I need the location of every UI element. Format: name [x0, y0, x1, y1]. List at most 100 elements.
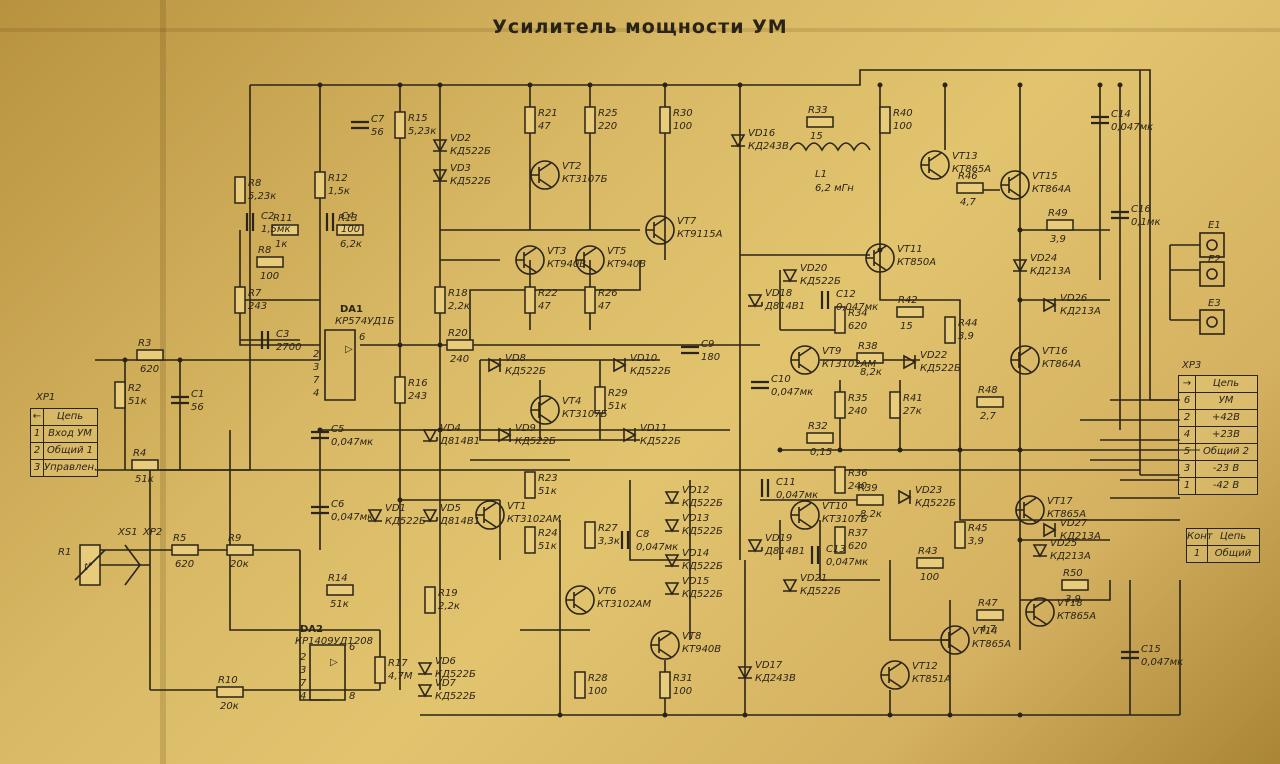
label-R36: R36 [848, 468, 868, 479]
value-C15: 0,047мк [1141, 657, 1183, 668]
component-VT14 [940, 625, 970, 655]
component-VD27 [1043, 522, 1057, 538]
value-C3: 2700 [276, 342, 301, 353]
label-R50: R50 [1063, 568, 1083, 579]
label-R31: R31 [673, 673, 693, 684]
value-VT11: КТ850А [897, 257, 936, 268]
label-R23: R23 [538, 473, 558, 484]
value-VT16: КТ864А [1042, 359, 1081, 370]
component-VD19 [747, 539, 763, 553]
label-R8b: R8 [258, 245, 271, 256]
component-R15 [394, 111, 406, 139]
label-C15: C15 [1141, 644, 1161, 655]
value-C8: 0,047мк [636, 542, 678, 553]
component-VD5 [422, 509, 438, 523]
component-VT6 [565, 585, 595, 615]
label-R26: R26 [598, 288, 618, 299]
value-C10: 0,047мк [771, 387, 813, 398]
component-VD25 [1032, 544, 1048, 558]
component-R16 [394, 376, 406, 404]
value-VT15: КТ864А [1032, 184, 1071, 195]
value-C4: 100 [341, 224, 360, 235]
label-C6: C6 [331, 499, 344, 510]
value-C12: 0,047мк [836, 302, 878, 313]
value-R42: 15 [900, 321, 913, 332]
component-VT15 [1000, 170, 1030, 200]
value-C9: 180 [701, 352, 720, 363]
label-R14: R14 [328, 573, 348, 584]
label-VT13: VT13 [952, 151, 978, 162]
value-VD23: КД522Б [915, 498, 956, 509]
value-R50: 3,9 [1065, 594, 1081, 605]
value-R12: 1,5к [328, 186, 350, 197]
component-VD20 [782, 269, 798, 283]
label-VT8: VT8 [682, 631, 701, 642]
label-R3: R3 [138, 338, 151, 349]
value-C16: 0,1мк [1131, 217, 1161, 228]
label-R39: R39 [858, 483, 878, 494]
component-R14 [326, 584, 354, 596]
component-R33 [806, 116, 834, 128]
value-R40: 100 [893, 121, 912, 132]
component-VD3 [432, 169, 448, 183]
label-R16: R16 [408, 378, 428, 389]
value-R7: 243 [248, 301, 267, 312]
component-R42 [896, 306, 924, 318]
component-VD6 [417, 662, 433, 676]
component-VD18 [747, 294, 763, 308]
value-VD15: КД522Б [682, 589, 723, 600]
opamp-DA2 [309, 644, 346, 701]
component-VT2 [530, 160, 560, 190]
component-R10 [216, 686, 244, 698]
label-R10: R10 [218, 675, 238, 686]
page-title: Усилитель мощности УМ [492, 16, 788, 38]
inductor-L1 [789, 142, 871, 152]
value-R8b: 100 [260, 271, 279, 282]
value-VT17: КТ865А [1047, 509, 1086, 520]
label-R12: R12 [328, 173, 348, 184]
component-VT12 [880, 660, 910, 690]
component-R11 [271, 224, 299, 236]
label-R15: R15 [408, 113, 428, 124]
svg-text:t°: t° [84, 562, 93, 573]
label-C1: C1 [191, 389, 204, 400]
value-R14: 51к [330, 599, 349, 610]
value-R38: 8,2к [860, 367, 882, 378]
label-VD26: VD26 [1060, 293, 1087, 304]
value-DA1: КР574УД1Б [335, 316, 394, 327]
value-VD5: Д814В1 [439, 516, 480, 527]
component-R21 [524, 106, 536, 134]
component-R29 [594, 386, 606, 414]
value-R10: 20к [220, 701, 239, 712]
label-VD5: VD5 [440, 503, 461, 514]
svg-text:3: 3 [313, 362, 319, 373]
label-DA2: DA2 [300, 624, 323, 635]
value-VT7: КТ9115А [677, 229, 723, 240]
value-C11: 0,047мк [776, 490, 818, 501]
component-R31 [659, 671, 671, 699]
component-R20 [446, 339, 474, 351]
label-R42: R42 [898, 295, 918, 306]
label-VD20: VD20 [800, 263, 827, 274]
label-R13: R13 [338, 213, 358, 224]
label-C9: C9 [701, 339, 714, 350]
component-VD24 [1012, 259, 1028, 273]
label-VD15: VD15 [682, 576, 709, 587]
svg-text:▷: ▷ [330, 657, 338, 668]
label-VD24: VD24 [1030, 253, 1057, 264]
value-R17: 4,7М [388, 671, 413, 682]
component-C4 [325, 213, 335, 231]
value-C6: 0,047мк [331, 512, 373, 523]
component-VD7 [417, 684, 433, 698]
label-R33: R33 [808, 105, 828, 116]
value-VD25: КД213А [1050, 551, 1091, 562]
label-VT17: VT17 [1047, 496, 1073, 507]
label-R34: R34 [848, 308, 868, 319]
value-R26: 47 [598, 301, 611, 312]
label-C14: C14 [1111, 109, 1131, 120]
value-DA2: КР1409УД1208 [295, 636, 373, 647]
value-R43: 100 [920, 572, 939, 583]
component-R43 [916, 557, 944, 569]
